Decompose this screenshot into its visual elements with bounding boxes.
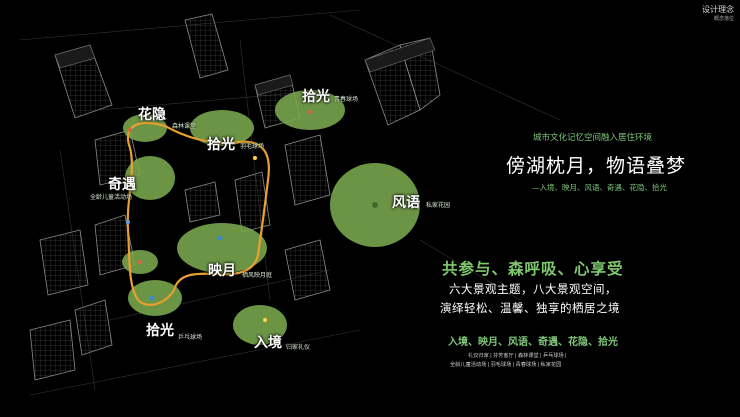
figure xyxy=(126,220,130,224)
zone-label-qiyu: 奇遇 xyxy=(108,176,136,192)
panel-desc-line1: 六大景观主题，八大景观空间， xyxy=(449,284,617,296)
zone-label-huayin: 花隐 xyxy=(138,106,166,122)
zone-label-shiguang-mid: 拾光 xyxy=(207,136,235,152)
green-zone-qiyu xyxy=(125,156,175,200)
green-zone-yingyue xyxy=(177,223,267,273)
green-zones xyxy=(122,90,420,345)
zone-sub-qiyu: 全龄儿童活动场 xyxy=(90,195,133,201)
green-zone-shiguang-mid xyxy=(190,110,254,146)
green-zone-rujing xyxy=(233,305,287,345)
figure xyxy=(128,128,132,132)
header-title: 设计理念 xyxy=(702,5,734,14)
figure xyxy=(138,260,142,264)
zone-sub-huayin: 森林课堂 xyxy=(172,124,197,130)
green-zone-huayin xyxy=(123,114,167,142)
green-zone-shiguang-bottom xyxy=(128,280,182,316)
zone-sub-shiguang-bottom: 乒乓球场 xyxy=(178,335,203,341)
zone-label-rujing: 入境 xyxy=(254,334,282,350)
zone-sub-fengyu: 私家花园 xyxy=(426,203,451,209)
building xyxy=(74,299,113,356)
figure xyxy=(149,295,155,301)
zone-sub-shiguang-top: 青春球场 xyxy=(334,97,359,103)
building xyxy=(39,229,89,296)
circulation-path xyxy=(126,121,270,306)
panel-tagline: 城市文化记忆空间融入居住环境 xyxy=(533,132,653,142)
building xyxy=(29,319,76,381)
panel-theme-list: 入境、映月、风语、奇遇、花隐、拾光 xyxy=(448,337,618,348)
building xyxy=(234,171,271,233)
building xyxy=(184,181,221,223)
figure xyxy=(308,110,312,114)
zone-label-fengyu: 风语 xyxy=(392,194,420,210)
roof xyxy=(254,74,294,96)
building xyxy=(284,134,331,206)
header-subtitle: 概念落位 xyxy=(713,16,734,22)
figure xyxy=(263,318,267,322)
zone-label-shiguang-bottom: 拾光 xyxy=(146,322,174,338)
zone-sub-rujing: 归家礼仪 xyxy=(286,345,311,351)
roof xyxy=(54,44,96,69)
panel-spaces-line2: 全龄儿童活动场 | 羽毛球场 | 青春球场 | 私家花园 xyxy=(450,362,562,368)
building xyxy=(284,239,331,301)
panel-desc-line2: 演绎轻松、温馨、独享的栖居之境 xyxy=(440,303,620,315)
zone-label-shiguang-top: 拾光 xyxy=(302,88,330,104)
zone-sub-shiguang-mid: 羽毛球场 xyxy=(240,144,265,150)
panel-spaces-line1: 礼仪归家 | 芬芳客厅 | 森林课堂 | 乒乓球场 | xyxy=(468,353,567,359)
building-roofs xyxy=(54,37,436,96)
roof xyxy=(364,37,436,73)
people-figures xyxy=(126,110,378,322)
panel-subtitle: —入境、映月、风语、奇遇、花隐、拾光 xyxy=(532,183,667,192)
figure xyxy=(253,156,257,160)
zone-label-yingyue: 映月 xyxy=(208,262,236,278)
building xyxy=(184,13,229,79)
zone-sub-yingyue: 栖风映月庭 xyxy=(242,273,273,279)
panel-slogan: 共参与、森呼吸、心享受 xyxy=(442,261,624,278)
panel-title: 傍湖枕月，物语叠梦 xyxy=(506,156,687,177)
figure xyxy=(372,202,378,208)
figure xyxy=(217,235,223,241)
